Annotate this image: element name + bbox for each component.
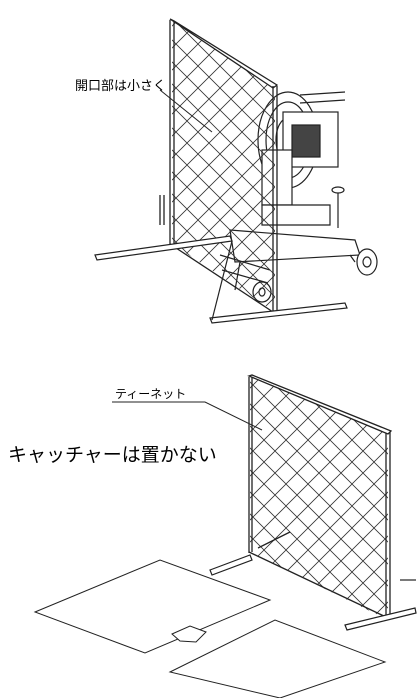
bottom-panel <box>33 374 417 698</box>
bottom-net-feet <box>209 554 417 631</box>
opening-callout-leader <box>159 89 213 133</box>
no-catcher-note: キャッチャーは置かない <box>8 444 217 466</box>
batting-mats <box>33 559 387 698</box>
tee-net-label: ティーネット <box>115 387 187 401</box>
tee-net-callout-leader <box>112 401 263 431</box>
opening-small-label: 開口部は小さく <box>75 79 167 94</box>
bottom-net-mesh <box>250 377 388 620</box>
top-net-frame <box>159 18 279 314</box>
bottom-net-frame <box>247 374 393 618</box>
home-plate <box>171 625 207 643</box>
top-panel <box>94 18 378 324</box>
top-base-rails <box>94 235 348 324</box>
